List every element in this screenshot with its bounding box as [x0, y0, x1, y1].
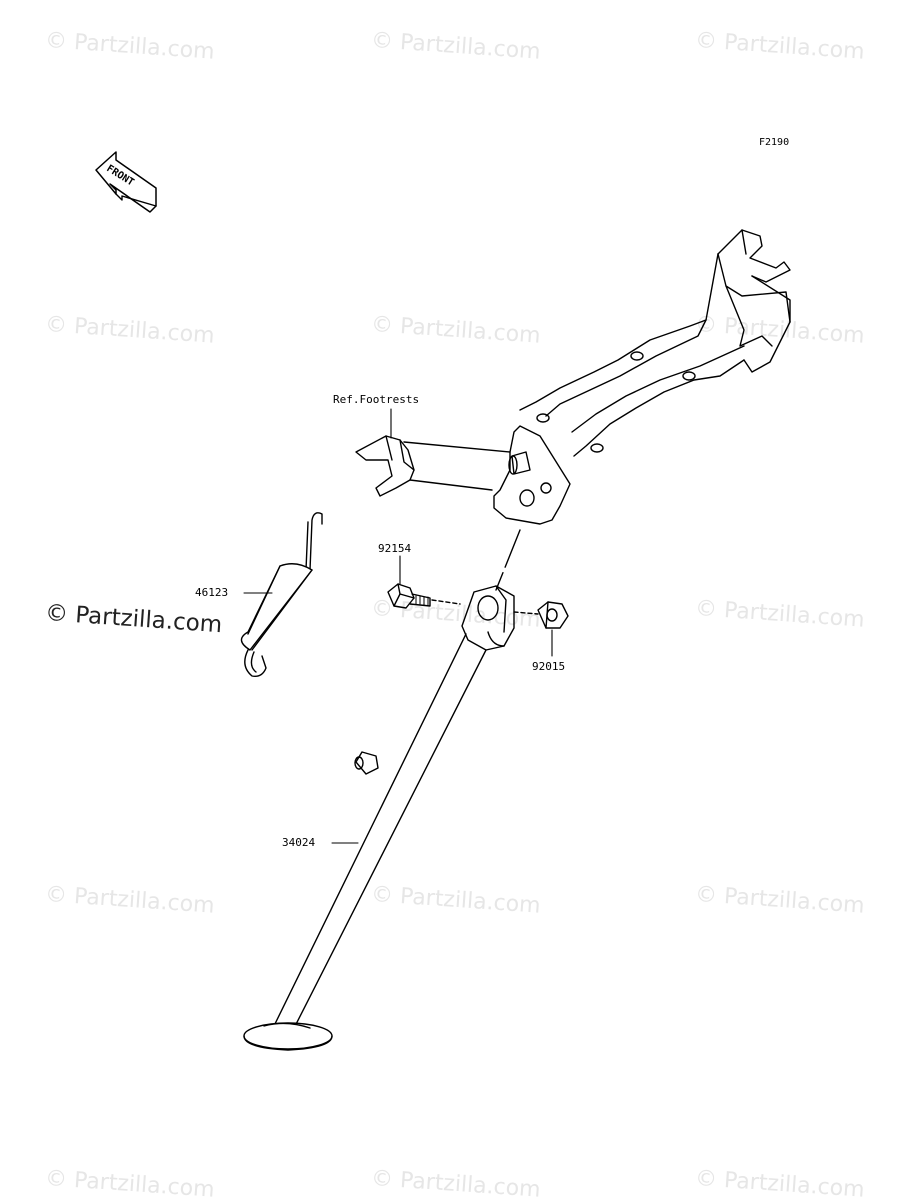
front-arrow-icon: FRONT: [95, 151, 157, 213]
part-label-92154: 92154: [378, 542, 412, 555]
ref-footrests-label: Ref.Footrests: [333, 393, 420, 406]
part-label-46123: 46123: [195, 586, 229, 599]
figure-code: F2190: [759, 137, 790, 148]
part-label-34024: 34024: [282, 836, 316, 849]
nut-92015: [513, 601, 569, 629]
bolt-92154: [387, 583, 461, 609]
part-label-92015: 92015: [532, 660, 566, 673]
frame-bracket: [355, 229, 791, 525]
side-stand-34024: [243, 585, 515, 1051]
spring-46123: [240, 512, 323, 678]
assembly-centerline: [495, 529, 521, 591]
